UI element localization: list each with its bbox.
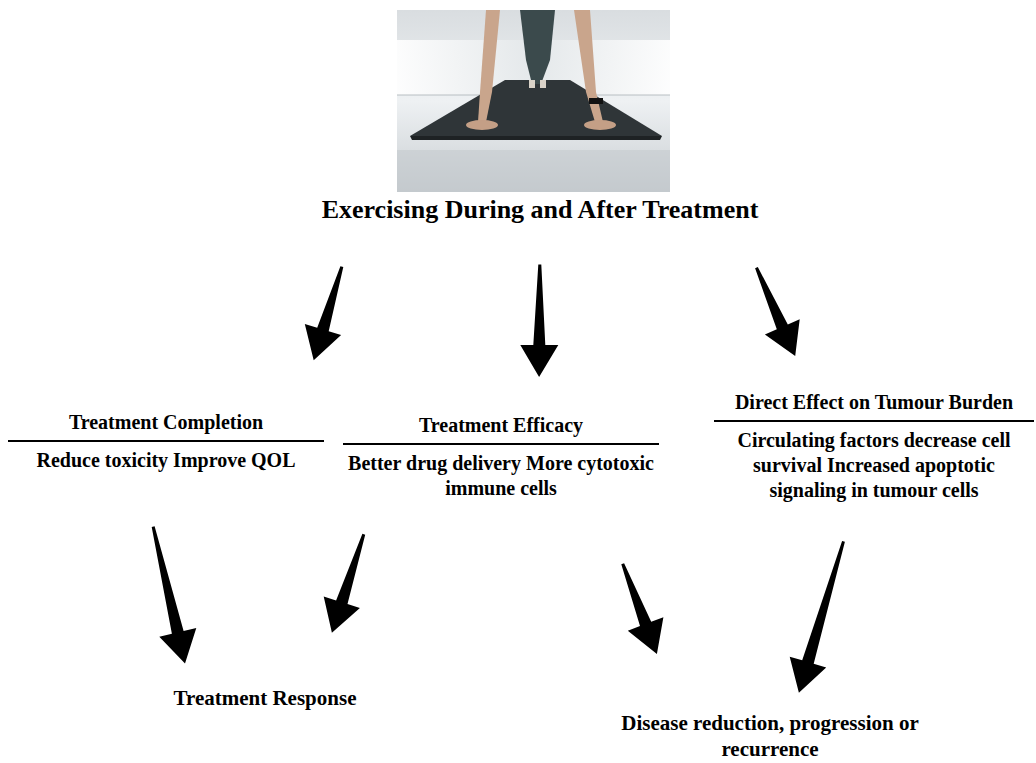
- box-text: Better drug delivery More cytotoxic immu…: [343, 451, 659, 501]
- arrow-shape: [790, 541, 845, 693]
- box-text: Exercising During and After Treatment: [230, 194, 850, 227]
- outcome-box: Direct Effect on Tumour BurdenCirculatin…: [714, 390, 1034, 503]
- flow-arrow: [152, 526, 197, 663]
- flow-arrow: [520, 265, 558, 378]
- flow-arrow: [755, 267, 800, 356]
- arrow-shape: [520, 265, 558, 378]
- outcome-box: Treatment CompletionReduce toxicity Impr…: [8, 410, 324, 473]
- outcome-box: Treatment EfficacyBetter drug delivery M…: [343, 413, 659, 501]
- box-text: Treatment Response: [140, 685, 390, 711]
- arrow-shape: [305, 266, 344, 360]
- flow-arrow: [621, 563, 663, 654]
- box-text: Disease reduction, progression or recurr…: [600, 710, 940, 763]
- box-text: Reduce toxicity Improve QOL: [8, 448, 324, 473]
- flow-arrow: [790, 541, 845, 693]
- box-heading: Direct Effect on Tumour Burden: [714, 390, 1034, 422]
- arrow-shape: [324, 534, 366, 633]
- arrow-shape: [621, 563, 663, 654]
- box-text: Circulating factors decrease cell surviv…: [714, 428, 1034, 503]
- box-heading: Treatment Completion: [8, 410, 324, 442]
- main-heading: Exercising During and After Treatment: [230, 194, 850, 227]
- arrow-shape: [755, 267, 800, 356]
- flow-arrow: [324, 534, 366, 633]
- result-box: Disease reduction, progression or recurr…: [600, 710, 940, 763]
- flow-arrow: [305, 266, 344, 360]
- arrow-shape: [152, 526, 197, 663]
- box-heading: Treatment Efficacy: [343, 413, 659, 445]
- result-box: Treatment Response: [140, 685, 390, 711]
